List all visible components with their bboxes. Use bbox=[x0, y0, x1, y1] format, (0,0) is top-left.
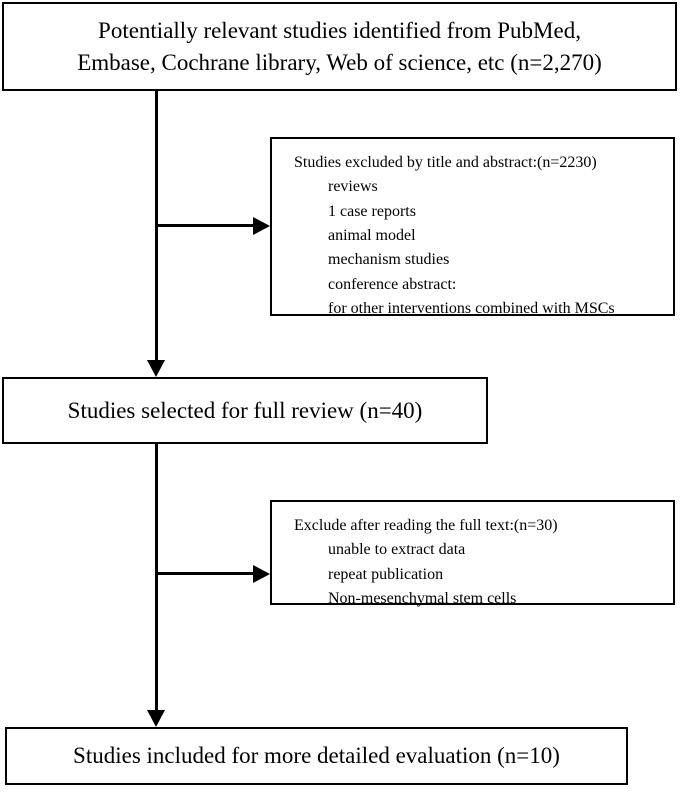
arrow-into-exclusion-box-2 bbox=[253, 565, 270, 583]
exclusion-1-reason-list: reviews 1 case reports animal model mech… bbox=[294, 175, 673, 321]
box-selected-full-review-text: Studies selected for full review (n=40) bbox=[67, 397, 423, 423]
list-item: reviews bbox=[328, 178, 378, 196]
exclusion-2-heading: Exclude after reading the full text:(n=3… bbox=[294, 517, 558, 534]
box-records-identified-text: Potentially relevant studies identified … bbox=[77, 17, 602, 75]
list-item: conference abstract: bbox=[328, 275, 457, 293]
exclusion-2-reason-list: unable to extract data repeat publicatio… bbox=[294, 538, 673, 611]
connector-spine-lower bbox=[155, 444, 158, 710]
connector-branch-exclusion-1 bbox=[157, 224, 255, 227]
list-item: repeat publication bbox=[328, 565, 444, 583]
list-item: unable to extract data bbox=[328, 541, 466, 559]
list-item: for other interventions combined with MS… bbox=[328, 299, 615, 317]
arrow-into-included-box bbox=[147, 710, 165, 727]
connector-spine-upper bbox=[155, 91, 158, 360]
box-excluded-full-text: Exclude after reading the full text:(n=3… bbox=[270, 500, 675, 607]
arrow-into-exclusion-box-1 bbox=[253, 217, 270, 235]
box-records-identified: Potentially relevant studies identified … bbox=[2, 2, 677, 91]
list-item: mechanism studies bbox=[328, 251, 450, 269]
box-selected-full-review: Studies selected for full review (n=40) bbox=[2, 377, 488, 444]
box-studies-included: Studies included for more detailed evalu… bbox=[5, 727, 628, 785]
list-item: 1 case reports bbox=[328, 202, 416, 220]
box-excluded-title-abstract: Studies excluded by title and abstract:(… bbox=[270, 137, 675, 317]
arrow-into-selected-box bbox=[147, 360, 165, 377]
box-studies-included-text: Studies included for more detailed evalu… bbox=[73, 743, 560, 769]
list-item: Non-mesenchymal stem cells bbox=[328, 589, 517, 607]
list-item: animal model bbox=[328, 226, 416, 244]
connector-branch-exclusion-2 bbox=[157, 572, 255, 575]
exclusion-1-heading: Studies excluded by title and abstract:(… bbox=[294, 154, 597, 171]
